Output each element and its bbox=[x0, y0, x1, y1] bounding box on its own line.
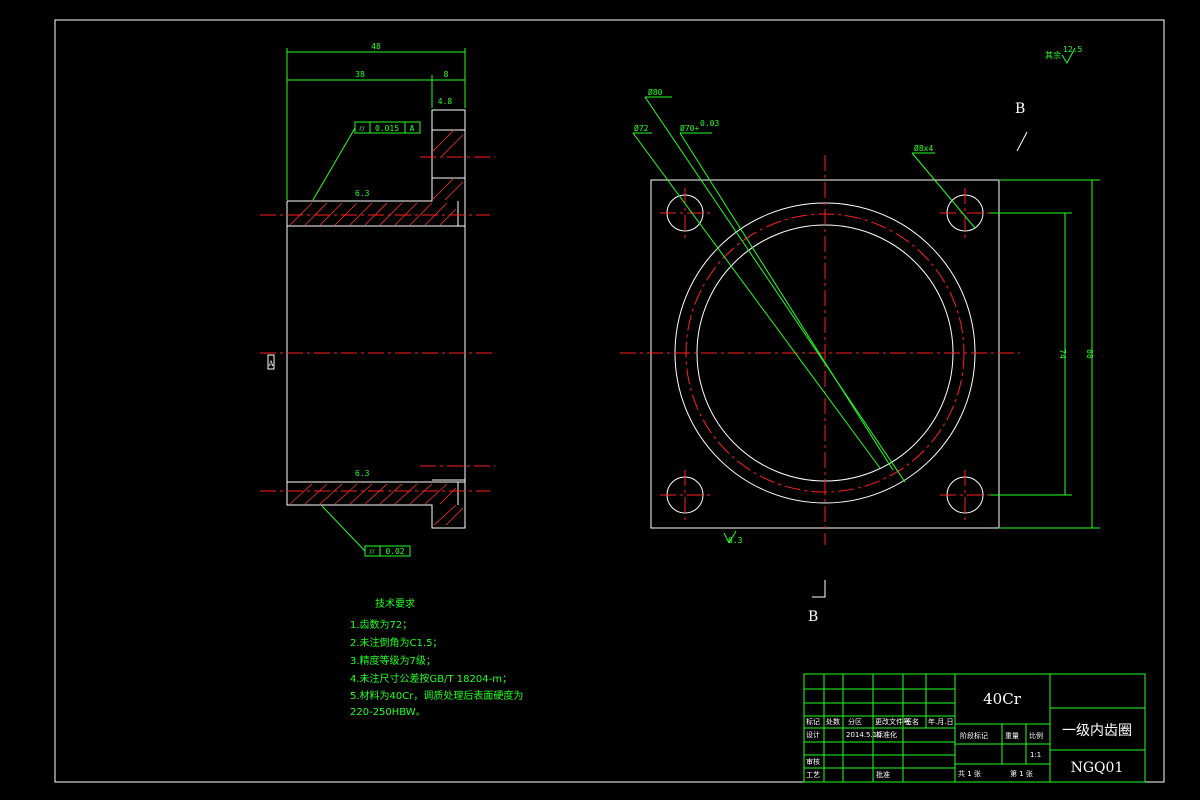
tech-item-5: 5.材料为40Cr，调质处理后表面硬度为 bbox=[350, 689, 523, 702]
tb-count: 处数 bbox=[826, 717, 840, 726]
dim-outer-dia: Ø80 bbox=[648, 87, 663, 97]
front-view: Ø80 Ø72 Ø70+ 0.03 Ø8x4 74 88 6.3 bbox=[620, 87, 1100, 545]
hatch-bottom bbox=[289, 483, 464, 526]
section-view: 48 38 8 4.8 ⌭ 0.015 A 6.3 ⌭ 0.02 6.3 A bbox=[260, 42, 495, 557]
tech-item-3: 3.精度等级为7级； bbox=[350, 654, 436, 667]
roughness-top: 6.3 bbox=[355, 189, 370, 198]
tb-design-date: 2014.5.10 bbox=[846, 731, 882, 739]
dim-pitch-tol: 0.03 bbox=[700, 119, 719, 128]
gdt-top-value: 0.015 bbox=[375, 124, 399, 133]
tb-zone: 分区 bbox=[848, 717, 862, 726]
tb-approve: 批准 bbox=[876, 770, 890, 779]
roughness-global: 12.5 bbox=[1063, 45, 1082, 54]
tb-design: 设计 bbox=[806, 730, 820, 739]
hatch-top bbox=[289, 129, 464, 226]
dim-overall-width: 48 bbox=[371, 42, 381, 51]
dim-pitch-dia: Ø70+ bbox=[680, 123, 699, 133]
tb-sheets: 共 1 张 bbox=[958, 769, 981, 778]
title-block: 标记 处数 分区 更改文件号 签名 年.月.日 设计 2014.5.10 标准化… bbox=[803, 673, 1146, 783]
section-markers: B B bbox=[808, 101, 1028, 625]
roughness-global-prefix: 其余 bbox=[1045, 50, 1061, 60]
section-label-bottom: B bbox=[808, 609, 818, 625]
dim-hole-spec: Ø8x4 bbox=[914, 143, 933, 153]
tb-stage: 阶段标记 bbox=[960, 731, 988, 740]
tb-drawing-no: NGQ01 bbox=[1071, 760, 1124, 776]
tech-item-4: 4.未注尺寸公差按GB/T 18204-m； bbox=[350, 672, 512, 685]
tech-item-1: 1.齿数为72； bbox=[350, 618, 412, 631]
drawing-frame bbox=[54, 19, 1165, 783]
svg-text:⌭: ⌭ bbox=[369, 547, 375, 556]
tb-standardize: 标准化 bbox=[876, 730, 897, 739]
roughness-face: 6.3 bbox=[728, 536, 743, 545]
tb-scale-value: 1:1 bbox=[1030, 751, 1041, 759]
tb-process: 工艺 bbox=[806, 771, 820, 779]
dim-inner-width: 38 bbox=[355, 70, 365, 79]
dim-flange-width: 8 bbox=[444, 70, 449, 79]
tb-part-name: 一级内齿圈 bbox=[1062, 723, 1132, 739]
roughness-bottom: 6.3 bbox=[355, 469, 370, 478]
tb-material: 40Cr bbox=[983, 690, 1022, 708]
gdt-top-datum: A bbox=[410, 124, 415, 133]
tb-sign: 签名 bbox=[905, 717, 919, 726]
section-label-top: B bbox=[1015, 101, 1025, 117]
tb-mark: 标记 bbox=[806, 717, 820, 726]
tb-weight: 重量 bbox=[1005, 732, 1019, 740]
dim-overall-height: 88 bbox=[1085, 349, 1094, 359]
dim-flange-height: 4.8 bbox=[438, 97, 453, 106]
tech-title: 技术要求 bbox=[375, 597, 415, 610]
dim-bolt-spacing: 74 bbox=[1058, 349, 1067, 359]
tb-scale: 比例 bbox=[1029, 731, 1043, 740]
tech-item-2: 2.未注倒角为C1.5； bbox=[350, 636, 442, 649]
global-roughness: 其余 12.5 bbox=[1045, 45, 1082, 64]
gdt-frame-top bbox=[354, 121, 421, 134]
tech-item-6: 220-250HBW。 bbox=[350, 707, 426, 718]
gdt-bottom-value: 0.02 bbox=[385, 547, 404, 556]
tb-date-label: 年.月.日 bbox=[928, 717, 953, 726]
tb-sheet-no: 第 1 张 bbox=[1010, 769, 1033, 778]
dim-inner-dia: Ø72 bbox=[634, 123, 649, 133]
datum-a: A bbox=[267, 360, 274, 368]
tb-review: 审核 bbox=[806, 757, 820, 766]
tb-change-doc: 更改文件号 bbox=[875, 717, 910, 726]
tech-requirements: 技术要求 1.齿数为72； 2.未注倒角为C1.5； 3.精度等级为7级； 4.… bbox=[350, 597, 523, 718]
svg-text:⌭: ⌭ bbox=[359, 124, 365, 133]
